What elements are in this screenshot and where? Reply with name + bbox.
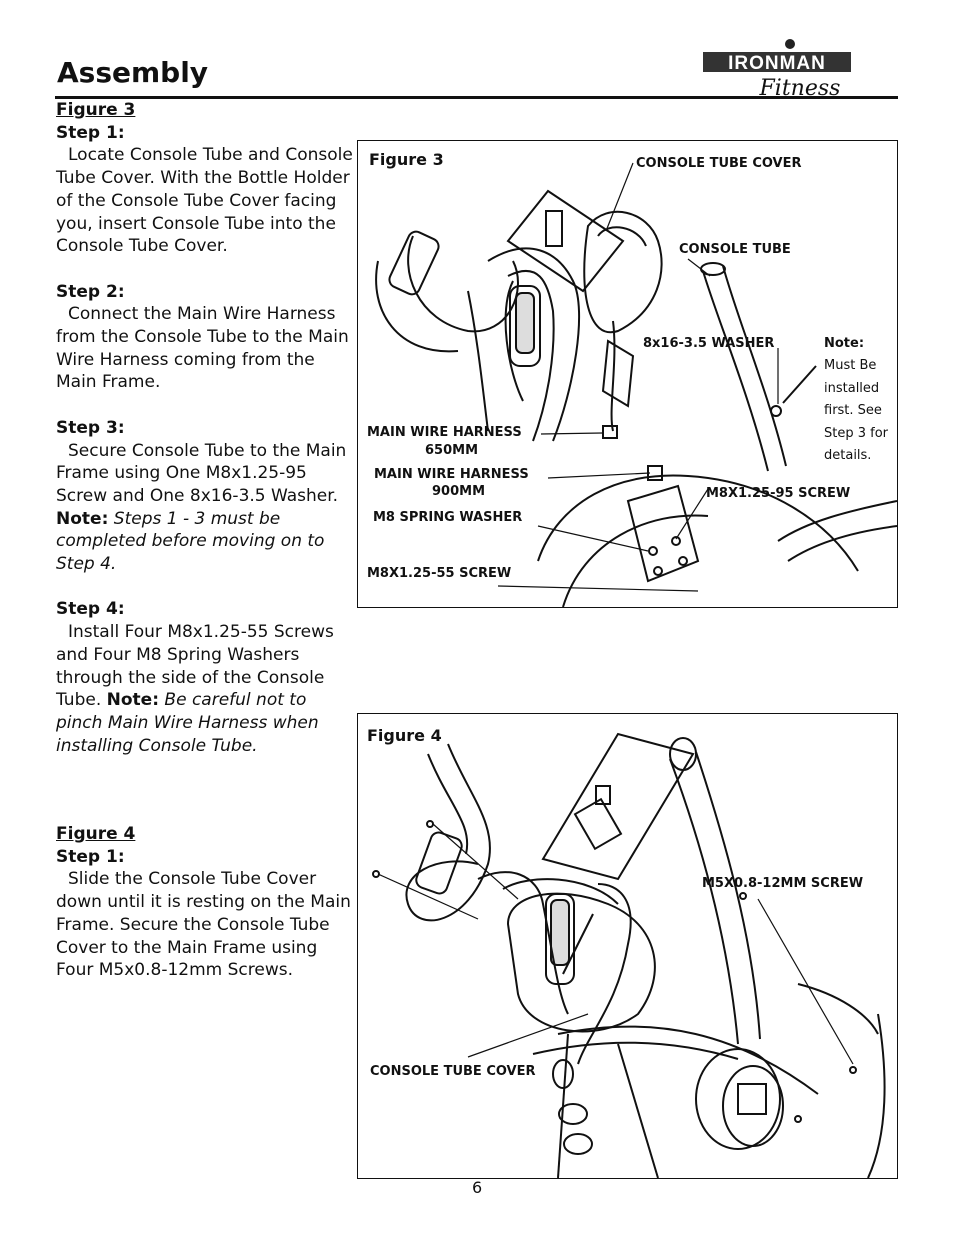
callout-screw-95: M8X1.25-95 SCREW [706, 486, 851, 501]
instructions-figure-4: Figure 4 Step 1: Slide the Console Tube … [56, 823, 356, 982]
callout-harness-650-name: MAIN WIRE HARNESS [367, 425, 522, 440]
step-3-paragraph: Secure Console Tube to the Main Frame us… [56, 440, 356, 576]
figure-3-heading: Figure 3 [56, 100, 136, 120]
figure-3-illustration [375, 162, 897, 607]
figure-3-label: Figure 3 [369, 150, 444, 169]
step-4-note-label: Note: [106, 690, 160, 711]
callout-console-tube-cover: CONSOLE TUBE COVER [636, 156, 802, 171]
step-3-text: Secure Console Tube to the Main Frame us… [56, 440, 347, 506]
figure-4-diagram: Figure 4 M5X0.8-12MM SCREW CONSOLE TUBE … [357, 713, 898, 1179]
instructions-figure-3: Figure 3 Step 1: Locate Console Tube and… [56, 99, 356, 757]
step-3-note-text: Steps 1 - 3 must be completed before mov… [56, 508, 325, 575]
fig4-step-1-text: Slide the Console Tube Cover down until … [56, 869, 351, 981]
ironman-fitness-logo: IRONMAN Fitness [703, 39, 851, 100]
figure-4-illustration [372, 732, 886, 1178]
figure-4-heading: Figure 4 [56, 824, 136, 844]
callout-spring-washer: M8 SPRING WASHER [373, 510, 523, 525]
step-2-text: Connect the Main Wire Harness from the C… [56, 304, 349, 393]
callout-note-label: Note: [824, 336, 865, 351]
callout-harness-900-length: 900MM [432, 484, 486, 499]
step-4-paragraph: Install Four M8x1.25-55 Screws and Four … [56, 621, 356, 757]
step-1-heading: Step 1: [56, 122, 125, 143]
page-number: 6 [472, 1178, 483, 1197]
step-3-note-label: Note: [56, 508, 109, 529]
callout-note-text: Must Be installed first. See Step 3 for … [824, 358, 889, 463]
step-4-text: Install Four M8x1.25-55 Screws and Four … [56, 622, 334, 711]
fig4-step-1-heading: Step 1: [56, 846, 125, 867]
callout-console-tube-cover: CONSOLE TUBE COVER [370, 1064, 536, 1079]
callout-console-tube: CONSOLE TUBE [679, 242, 791, 257]
callout-washer: 8x16-3.5 WASHER [643, 336, 775, 351]
callout-harness-650-length: 650MM [425, 443, 479, 458]
svg-text:IRONMAN: IRONMAN [728, 53, 826, 74]
figure-4-label: Figure 4 [367, 726, 442, 745]
callout-m5-screw: M5X0.8-12MM SCREW [702, 876, 864, 891]
header-rule [55, 96, 898, 99]
step-4-heading: Step 4: [56, 599, 125, 620]
callout-screw-55: M8X1.25-55 SCREW [367, 566, 512, 581]
step-1-text: Locate Console Tube and Console Tube Cov… [56, 145, 353, 257]
page-title: Assembly [57, 56, 209, 89]
callout-harness-900-name: MAIN WIRE HARNESS [374, 467, 529, 482]
step-4-note-text: Be careful not to pinch Main Wire Harnes… [56, 690, 319, 756]
step-3-heading: Step 3: [56, 417, 125, 438]
step-2-heading: Step 2: [56, 281, 125, 302]
figure-3-diagram: Figure 3 CONSOLE TUBE COVER CONSOLE TUBE… [357, 140, 898, 608]
